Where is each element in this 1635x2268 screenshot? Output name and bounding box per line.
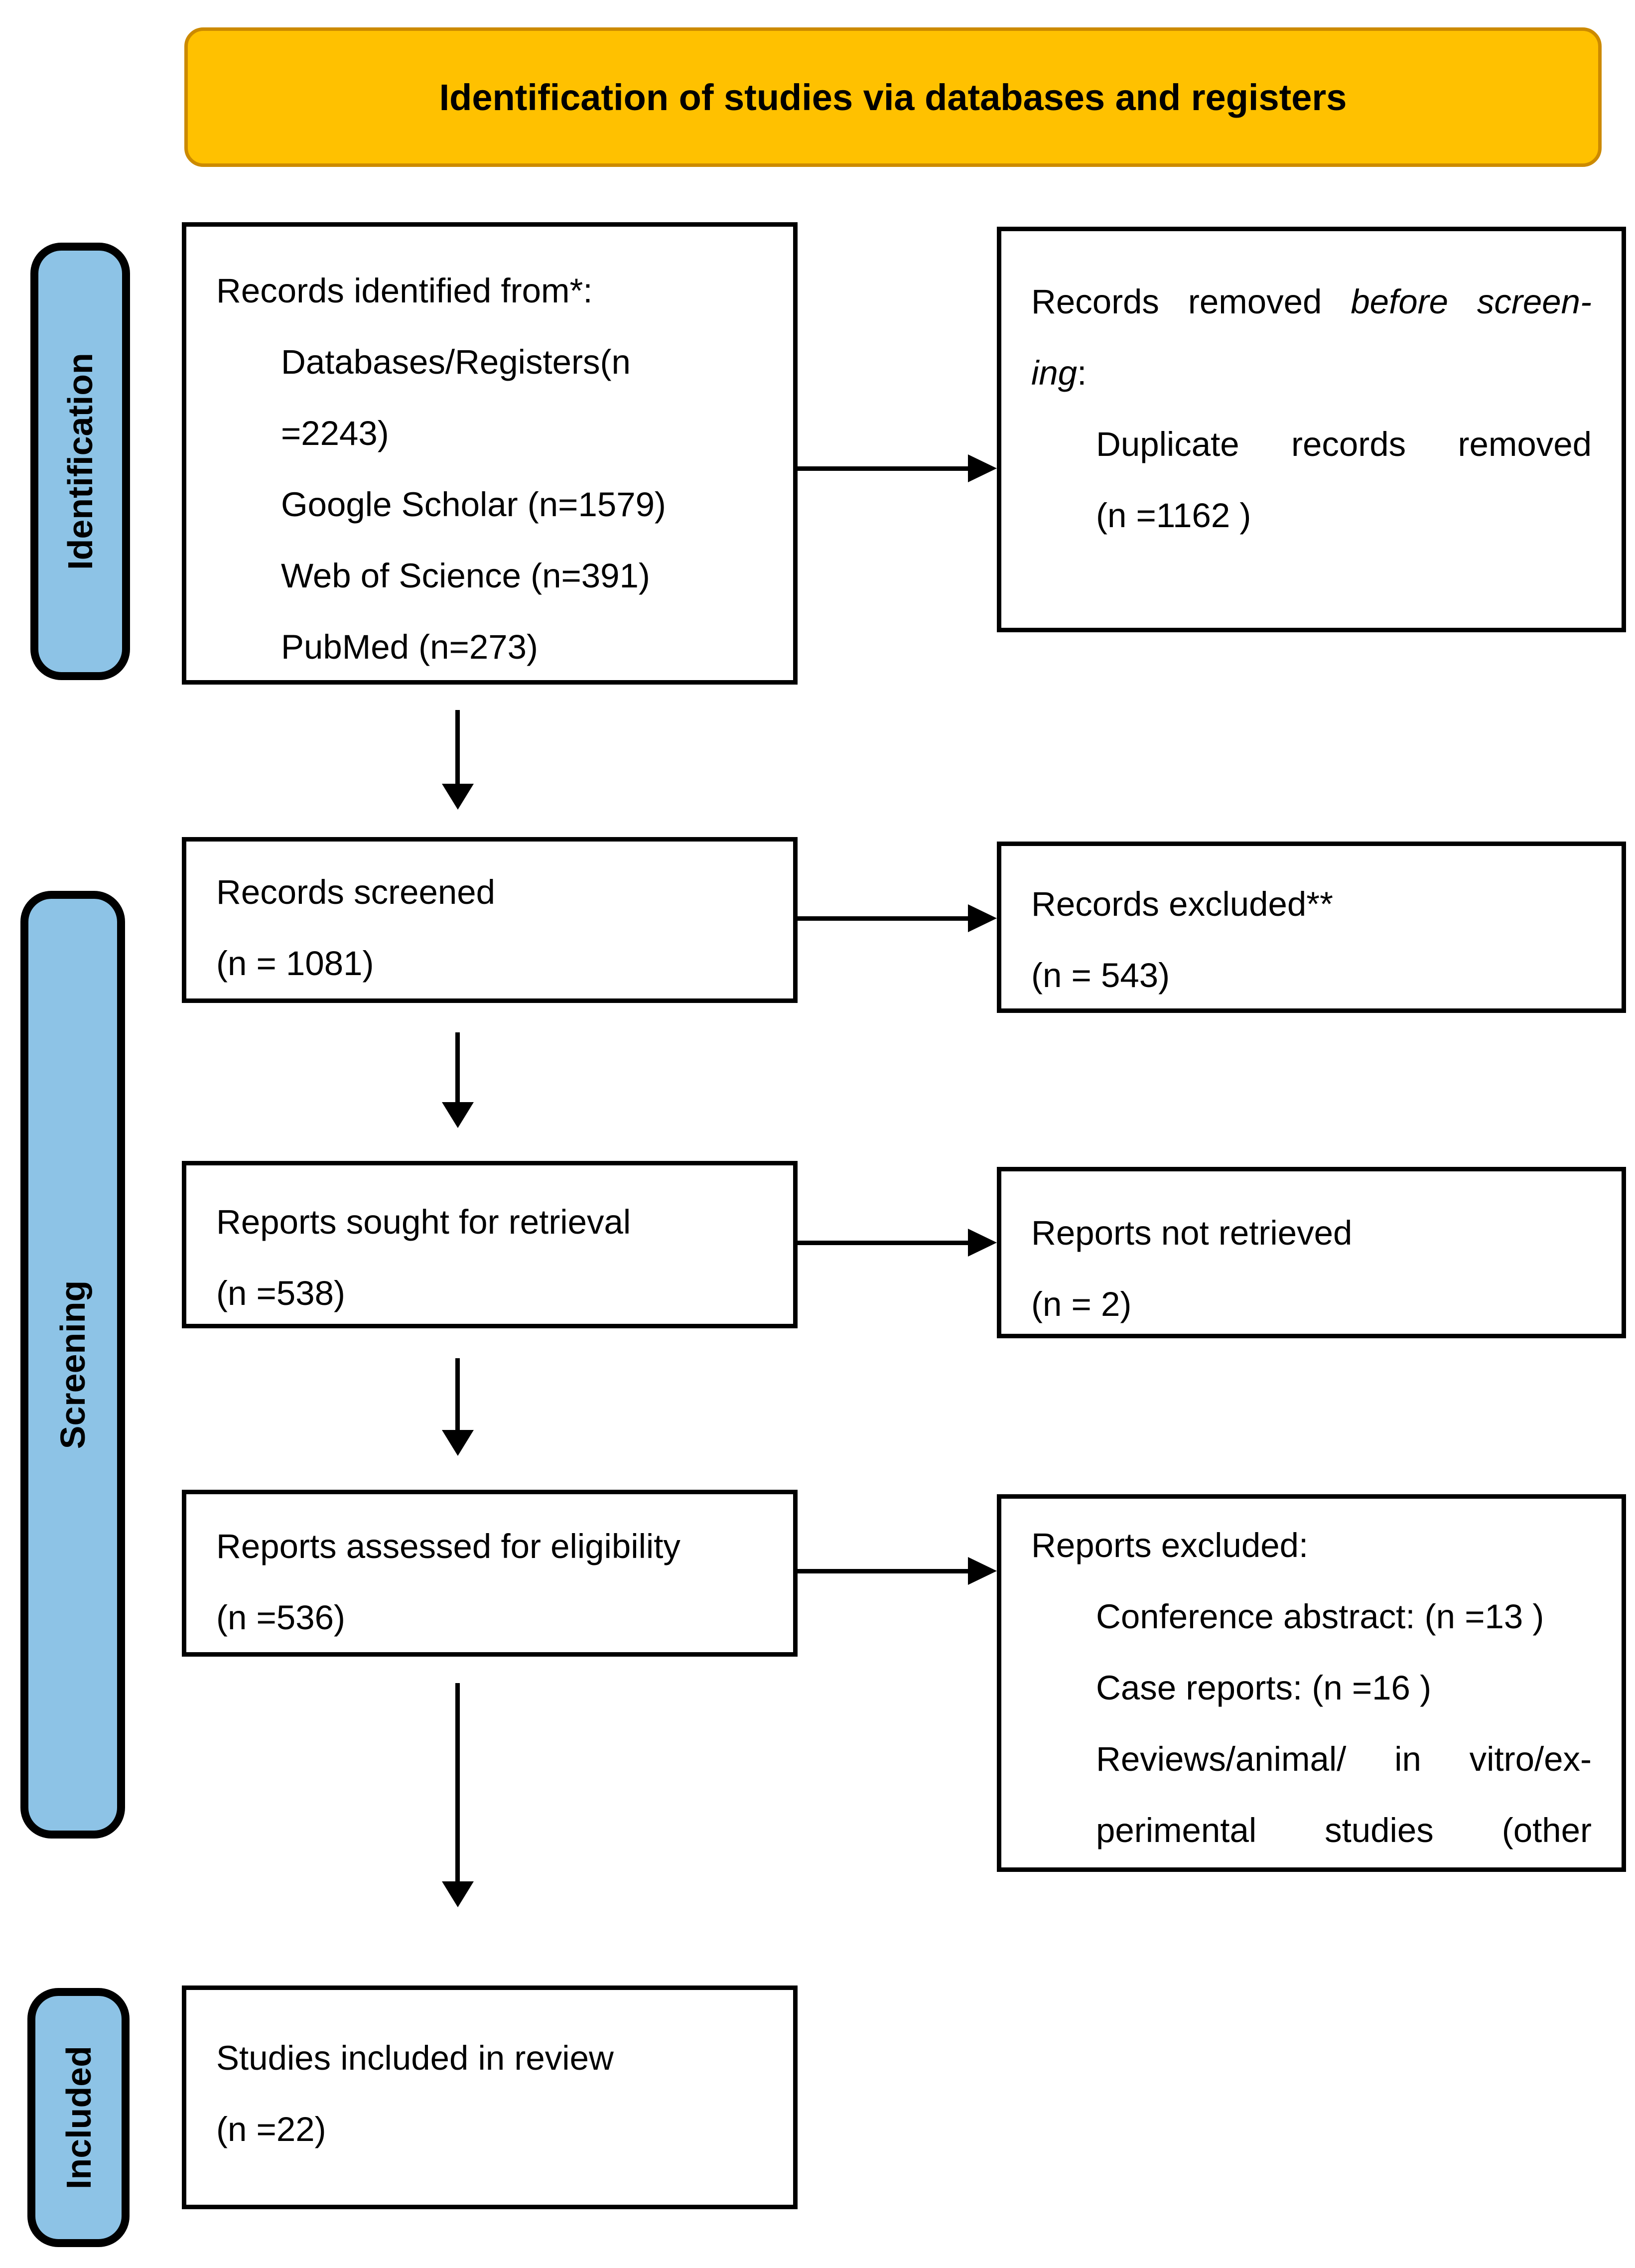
arrow-head-icon — [968, 1229, 997, 1257]
arrow-line — [798, 916, 969, 921]
records-excluded-box: Records excluded** (n = 543) — [997, 842, 1626, 1013]
text-run: : — [1077, 354, 1087, 392]
text-run-italic: before screen- — [1351, 283, 1592, 321]
arrow-line — [455, 710, 460, 785]
arrow-line — [455, 1683, 460, 1882]
arrow-head-icon — [968, 454, 997, 482]
records-removed-box: Records removed before screen- ing: Dupl… — [997, 227, 1626, 632]
arrow-head-icon — [968, 1557, 997, 1585]
text-line: Records screened — [216, 873, 495, 911]
text-run: Records removed — [1031, 283, 1351, 321]
text-line: Reports excluded: — [1031, 1526, 1309, 1564]
arrow-head-icon — [442, 784, 474, 810]
text-line: (n =22) — [216, 2110, 326, 2148]
stage-label: Identification — [61, 353, 100, 570]
arrow-identified-to-removed — [798, 454, 997, 482]
arrow-head-icon — [968, 904, 997, 932]
arrow-sought-to-not-retrieved — [798, 1229, 997, 1257]
reports-not-retrieved-box: Reports not retrieved (n = 2) — [997, 1167, 1626, 1338]
arrow-head-icon — [442, 1430, 474, 1456]
text-line: Web of Science (n=391) — [281, 557, 650, 595]
text-line: Reports assessed for eligibility — [216, 1527, 681, 1565]
stage-included: Included — [27, 1988, 130, 2247]
text-line: (n = 1081) — [216, 944, 374, 983]
text-line: Records identified from*: — [216, 272, 593, 310]
text-line: Google Scholar (n=1579) — [281, 485, 666, 524]
banner-title: Identification of studies via databases … — [439, 76, 1347, 118]
arrow-line — [455, 1358, 460, 1431]
arrow-head-icon — [442, 1881, 474, 1907]
text-line: Reports not retrieved — [1031, 1214, 1353, 1252]
arrow-sought-to-assessed — [442, 1358, 474, 1456]
text-line: =2243) — [281, 414, 389, 452]
text-run-italic: ing — [1031, 354, 1078, 392]
arrow-identified-to-screened — [442, 710, 474, 810]
arrow-line — [798, 1241, 969, 1245]
arrow-screened-to-sought — [442, 1032, 474, 1128]
records-identified-box: Records identified from*: Databases/Regi… — [182, 222, 798, 685]
stage-screening: Screening — [20, 891, 125, 1839]
text-line: (n =1162 ) — [1096, 496, 1251, 535]
arrow-line — [455, 1032, 460, 1103]
reports-sought-box: Reports sought for retrieval (n =538) — [182, 1161, 798, 1328]
arrow-line — [798, 466, 969, 471]
stage-label: Included — [59, 2046, 98, 2189]
arrow-head-icon — [442, 1102, 474, 1128]
stage-identification: Identification — [30, 243, 130, 680]
records-screened-box: Records screened (n = 1081) — [182, 837, 798, 1003]
text-line: Case reports: (n =16 ) — [1096, 1669, 1432, 1707]
studies-included-box: Studies included in review (n =22) — [182, 1985, 798, 2209]
text-line: Databases/Registers(n — [281, 343, 631, 381]
arrow-assessed-to-excluded — [798, 1557, 997, 1585]
banner-identification-of-studies: Identification of studies via databases … — [184, 27, 1602, 167]
text-line: (n =536) — [216, 1598, 345, 1637]
text-line: PubMed (n=273) — [281, 628, 538, 666]
arrow-assessed-to-included — [442, 1683, 474, 1907]
text-line: (n =538) — [216, 1274, 345, 1312]
text-line: Studies included in review — [216, 2039, 614, 2077]
arrow-screened-to-excluded — [798, 904, 997, 932]
text-line: Records removed before screen- — [1031, 266, 1592, 337]
reports-excluded-box: Reports excluded: Conference abstract: (… — [997, 1494, 1626, 1872]
text-line: perimental studies (other — [1096, 1811, 1592, 1849]
arrow-line — [798, 1569, 969, 1573]
reports-assessed-box: Reports assessed for eligibility (n =536… — [182, 1490, 798, 1657]
text-line: Duplicate records removed — [1096, 425, 1592, 463]
text-line: (n = 2) — [1031, 1285, 1132, 1323]
text-line: (n = 543) — [1031, 956, 1170, 994]
text-line: Reports sought for retrieval — [216, 1203, 631, 1241]
text-line: Conference abstract: (n =13 ) — [1096, 1597, 1544, 1636]
text-line: ing: — [1031, 337, 1592, 409]
text-line: Reviews/animal/ in vitro/ex- — [1096, 1740, 1592, 1778]
text-line: Records excluded** — [1031, 885, 1334, 923]
stage-label: Screening — [53, 1280, 93, 1449]
